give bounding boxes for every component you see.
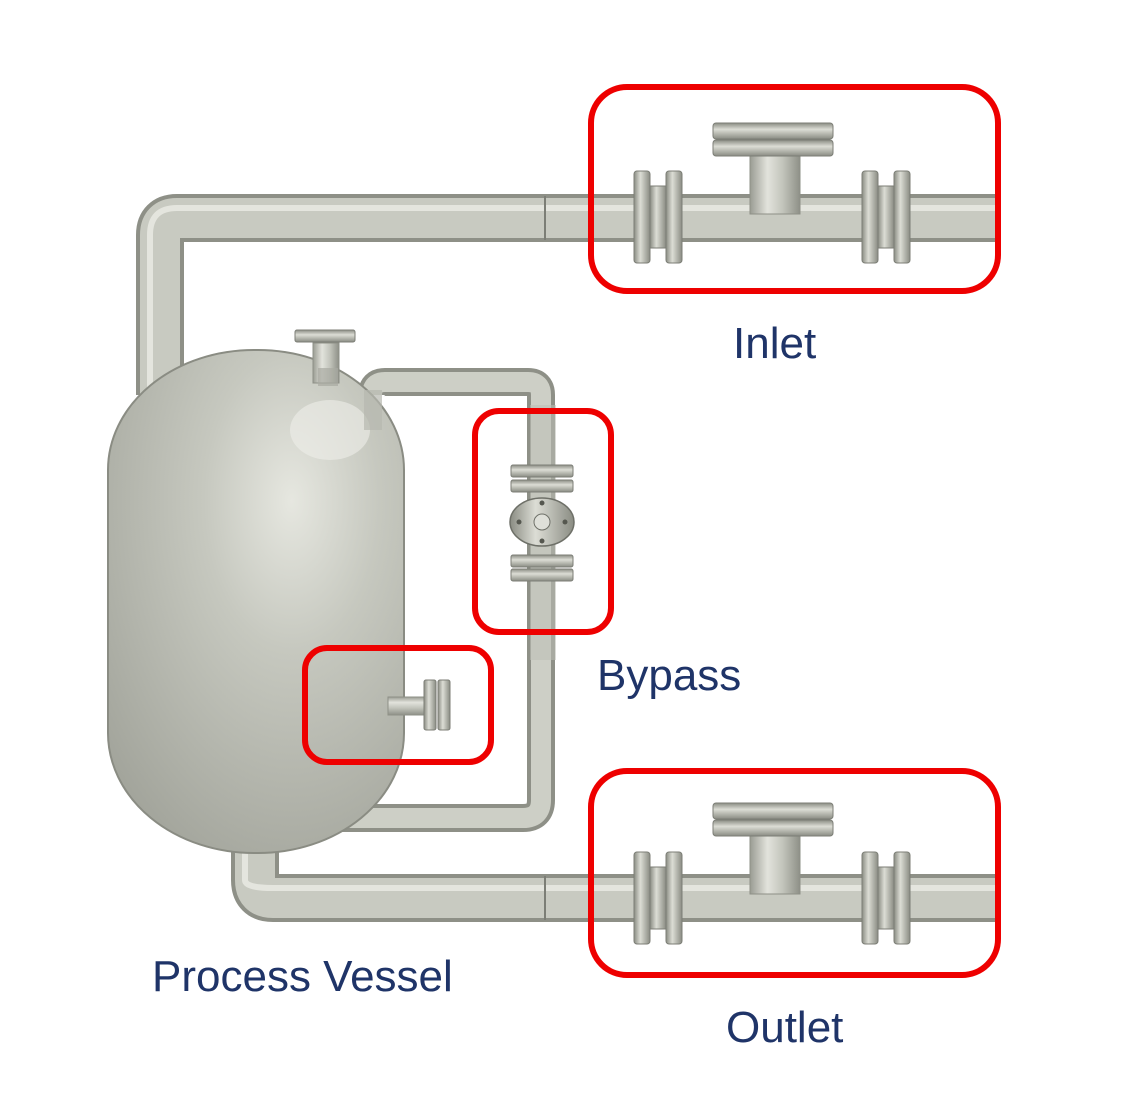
bypass-valve xyxy=(509,464,575,582)
inlet-tee-assembly xyxy=(633,122,911,264)
inlet-label: Inlet xyxy=(733,319,817,368)
bypass-highlight-box xyxy=(472,408,614,635)
outlet-flange-left xyxy=(633,851,683,945)
outlet-tee-assembly xyxy=(633,802,911,945)
vessel-top-nozzle xyxy=(294,329,356,386)
vessel-side-nozzle xyxy=(387,679,451,731)
process-vessel xyxy=(107,329,405,854)
outlet-pipe xyxy=(231,845,995,922)
highlight-boxes xyxy=(302,84,1001,978)
inlet-flange-left xyxy=(633,170,683,264)
bypass-label: Bypass xyxy=(597,651,742,700)
outlet-flange-right xyxy=(861,851,911,945)
side-nozzle-highlight-box xyxy=(302,645,494,765)
process-vessel-label: Process Vessel xyxy=(152,952,453,1001)
outlet-highlight-box xyxy=(588,768,1001,978)
inlet-highlight-box xyxy=(588,84,1001,294)
inlet-flange-right xyxy=(861,170,911,264)
outlet-label: Outlet xyxy=(726,1003,844,1052)
inlet-pipe xyxy=(136,194,995,395)
